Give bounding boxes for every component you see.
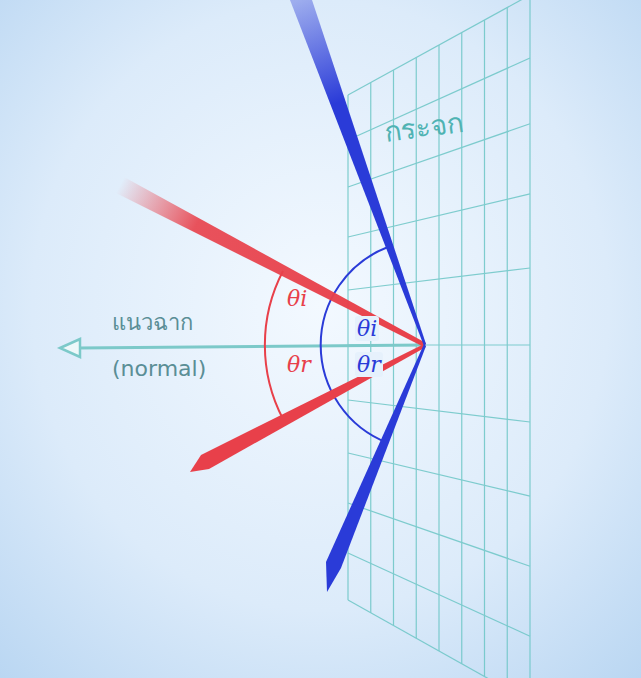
blue-angle-arc [321, 247, 388, 443]
grid-line [507, 8, 508, 678]
angle-symbol: θi [355, 316, 379, 341]
grid-line [484, 20, 485, 677]
blue-incident-ray [290, 0, 426, 346]
normal-label: แนวฉาก [112, 310, 193, 335]
grid-line [393, 70, 394, 626]
normal-arrowhead [60, 339, 80, 357]
angle-symbol: θr [355, 352, 383, 377]
grid-line [370, 83, 371, 613]
mirror-grid [348, 0, 530, 678]
grid-line [529, 0, 530, 678]
blue-reflected-ray [326, 344, 426, 592]
normal-label: (normal) [112, 356, 206, 381]
red-reflected-ray [190, 344, 426, 472]
angle-symbol: θr [287, 352, 311, 377]
red-angle-arc [265, 271, 283, 419]
angle-symbol: θi [287, 286, 307, 311]
normal-line [78, 345, 425, 348]
